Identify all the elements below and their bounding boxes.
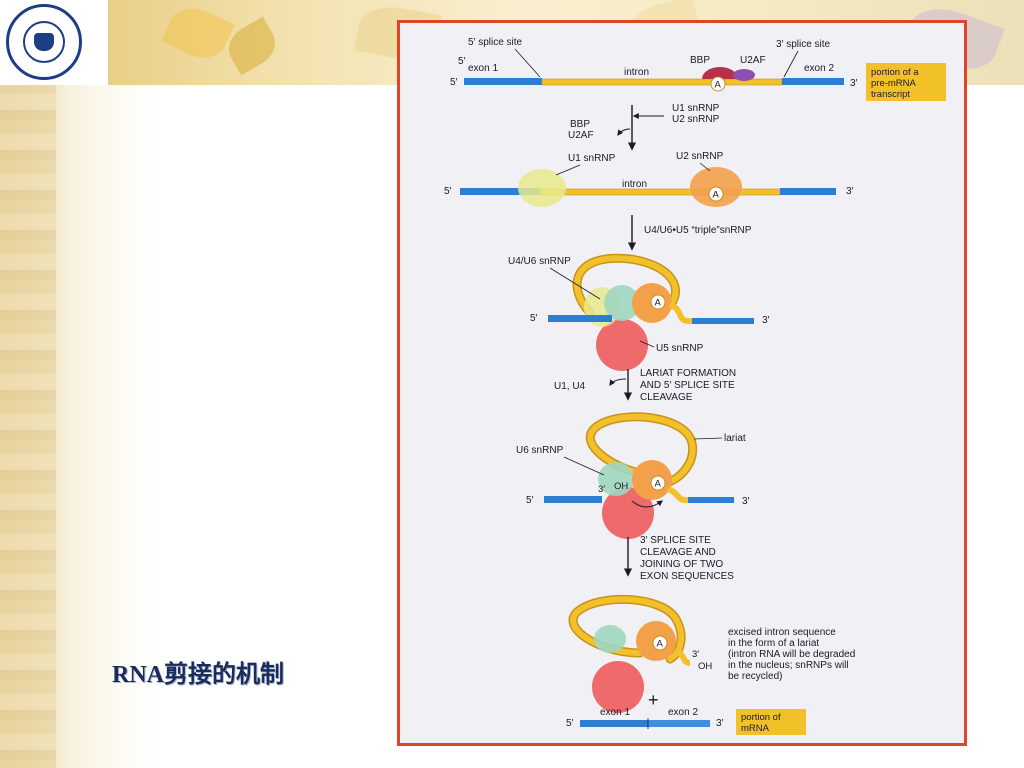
callout-line1: portion of a [871,67,919,78]
arrow1-bbp-label: BBP [570,119,590,130]
three-splice-site-label: 3′ splice site [776,39,831,50]
excised-line3: (intron RNA will be degraded [728,649,855,660]
step4-a: A [655,479,662,490]
arrow2: U4/U6•U5 “triple”snRNP [627,215,752,251]
callout-line3: transcript [871,89,910,100]
excised-line4: in the nucleus; snRNPs will [728,660,849,671]
end-5-left: 5′ [450,77,458,88]
mrna-callout [736,709,806,735]
step2-end3: 3′ [846,186,854,197]
lariat-loop [587,413,696,486]
slide-background-strip [0,0,56,768]
u5-snrnp [596,319,648,371]
arrow4: 3′ SPLICE SITE CLEAVAGE AND JOINING OF T… [623,535,734,582]
step4-oh: OH [614,481,628,492]
step2-u1-label: U1 snRNP [568,153,616,164]
callout-line2: pre-mRNA [871,78,917,89]
mrna-exon2-bar [648,720,710,727]
arrow1-u2af-label: U2AF [568,130,594,141]
arrow4-line1: 3′ SPLICE SITE [640,535,711,546]
step2-u2-label: U2 snRNP [676,151,724,162]
step2-intron-label: intron [622,179,647,190]
bbp-label: BBP [690,55,710,66]
arrow3-line1: LARIAT FORMATION [640,368,736,379]
branch-a-label: A [715,80,722,91]
u2af-label: U2AF [740,55,766,66]
exon2-bar [782,78,844,85]
step2-end5: 5′ [444,186,452,197]
step5-excised-lariat: A 3′ OH + excised intron sequence in the… [568,594,855,713]
end-3-label: 3′ [850,78,858,89]
intron-label: intron [624,67,649,78]
arrow3-line2: AND 5′ SPLICE SITE [640,380,735,391]
u4u6-snrnp [604,285,640,321]
mrna-exon2-label: exon 2 [668,707,698,718]
exon1-bar [464,78,542,85]
arrow1-u2-label: U2 snRNP [672,114,720,125]
step4-end5: 5′ [526,495,534,506]
arrow3: U1, U4 LARIAT FORMATION AND 5′ SPLICE SI… [554,368,736,403]
step1-pre-mrna: 5′ 3′ 5′ exon 1 intron exon 2 5′ splice … [450,37,946,101]
step3-end5: 5′ [530,313,538,324]
final-mrna: 5′ 3′ exon 1 exon 2 portion of mRNA [566,707,806,735]
step4-end3: 3′ [742,496,750,507]
arrow3-line3: CLEAVAGE [640,392,693,403]
plus-sign: + [648,690,659,710]
arrow4-line4: EXON SEQUENCES [640,571,734,582]
excised-line1: excised intron sequence [728,627,836,638]
step3-spliceosome: A 5′ 3′ U4/U6 snRNP U5 snRNP [508,253,770,371]
arrow1-u1-label: U1 snRNP [672,103,720,114]
u2af-protein [733,69,755,81]
step4-3prime-inner: 3′ [598,484,605,495]
step4-lariat-formation: A 5′ 3′ 3′ OH U6 snRNP lariat [516,412,750,539]
splicing-diagram-frame: 5′ 3′ 5′ exon 1 intron exon 2 5′ splice … [397,20,967,746]
step5-3prime: 3′ [692,649,699,660]
step3-u4u6-label: U4/U6 snRNP [508,256,571,267]
five-splice-site-label: 5′ splice site [468,37,523,48]
end-5-label: 5′ [458,56,466,67]
mrna-end3: 3′ [716,718,724,729]
step4-u6-label: U6 snRNP [516,445,564,456]
exon2-label: exon 2 [804,63,834,74]
step3-a: A [655,298,662,309]
arrow2-label: U4/U6•U5 “triple”snRNP [644,225,752,236]
university-logo [0,0,108,85]
arrow4-line3: JOINING OF TWO [640,559,723,570]
step2-a: A [713,190,720,201]
mrna-exon1-bar [580,720,648,727]
mrna-exon1-label: exon 1 [600,707,630,718]
university-seal-icon [6,4,82,80]
arrow4-line2: CLEAVAGE AND [640,547,716,558]
step5-oh: OH [698,661,712,672]
mrna-callout-line1: portion of [741,712,781,723]
u6-snrnp [598,462,634,496]
lariat-label: lariat [724,433,746,444]
step3-end3: 3′ [762,315,770,326]
step2-complex: 5′ 3′ A U1 snRNP U2 snRNP intron [444,151,854,207]
slide-title: RNA剪接的机制 [112,662,284,688]
bbp-protein [702,67,738,79]
u1-snrnp [518,169,566,207]
excised-line5: be recycled) [728,671,782,682]
arrow3-out-label: U1, U4 [554,381,586,392]
pre-mrna-callout [866,63,946,101]
branch-a-circle [710,76,726,92]
step5-a: A [657,639,664,650]
mrna-end5: 5′ [566,718,574,729]
arrow1: U1 snRNP U2 snRNP BBP U2AF [568,103,720,151]
step3-u5-label: U5 snRNP [656,343,704,354]
mrna-callout-line2: mRNA [741,723,770,734]
excised-line2: in the form of a lariat [728,638,819,649]
exon1-label: exon 1 [468,63,498,74]
splicing-diagram: 5′ 3′ 5′ exon 1 intron exon 2 5′ splice … [444,37,946,735]
